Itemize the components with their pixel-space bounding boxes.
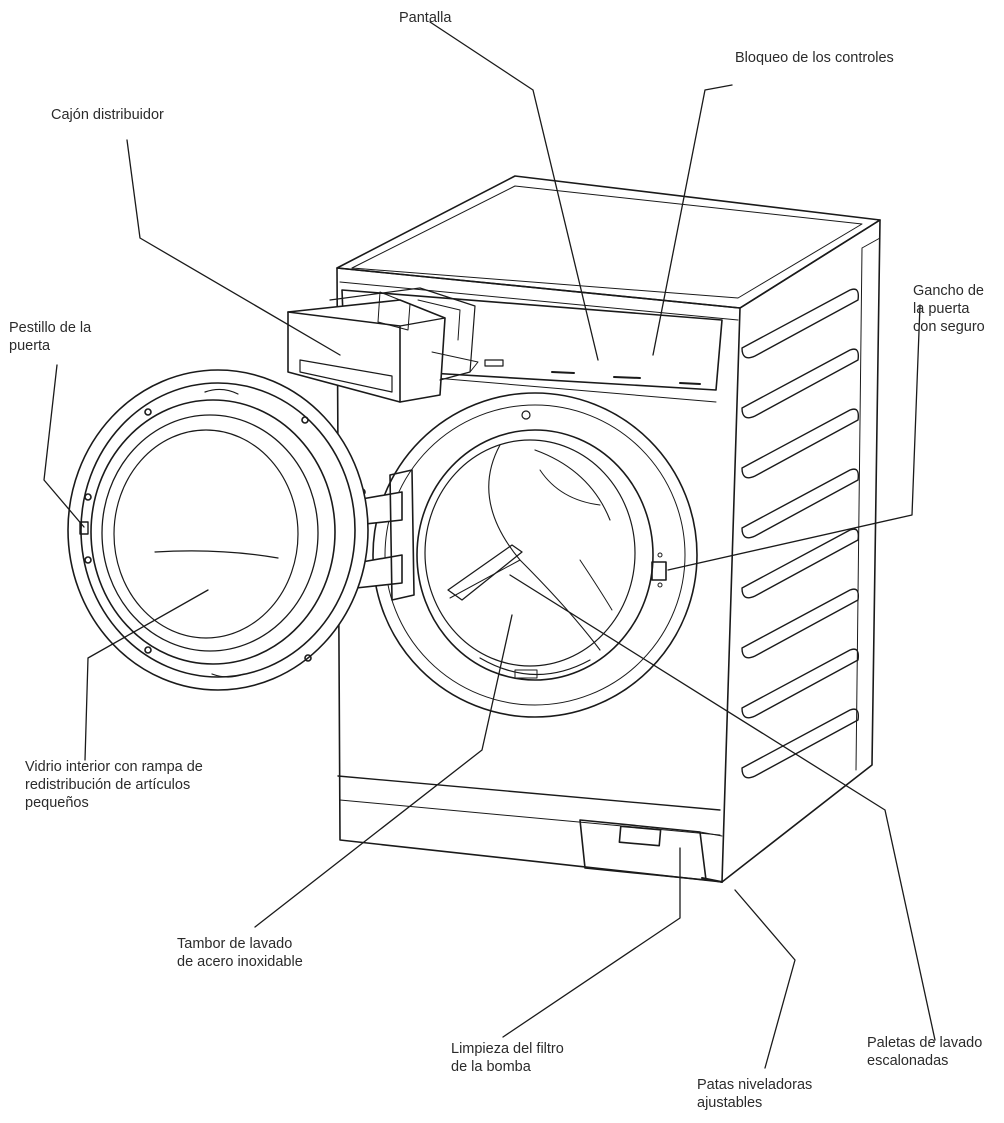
door-latch (80, 522, 88, 534)
leader-pantalla (430, 22, 598, 360)
label-cajon-distribuidor: Cajón distribuidor (51, 107, 164, 123)
door-top-icon (521, 410, 531, 420)
filter-door (580, 820, 706, 880)
leader-lines (44, 22, 935, 1068)
wash-paddle (448, 545, 522, 600)
drum-opening (373, 393, 697, 717)
leader-vidrio (85, 590, 208, 760)
kickplate (338, 776, 720, 810)
leader-patas (735, 890, 795, 1068)
label-tambor-lavado: Tambor de lavado de acero inoxidable (177, 936, 303, 970)
cabinet (337, 176, 880, 882)
open-door (68, 370, 368, 690)
cabinet-side (722, 220, 880, 882)
label-bloqueo-controles: Bloqueo de los controles (735, 50, 894, 66)
leader-paletas (510, 575, 935, 1040)
leader-pestillo (44, 365, 84, 527)
leader-bloqueo (653, 85, 732, 355)
dispenser-drawer (288, 288, 478, 402)
label-patas-niveladoras: Patas niveladoras ajustables (697, 1077, 813, 1111)
label-vidrio-interior: Vidrio interior con rampa de redistribuc… (25, 759, 203, 811)
leader-tambor (255, 615, 512, 927)
label-paletas-lavado: Paletas de lavado escalonadas (867, 1035, 983, 1069)
display-segments (552, 372, 700, 384)
door-hook (652, 562, 666, 580)
leader-gancho (668, 305, 920, 570)
side-ribs (742, 289, 858, 778)
label-gancho-puerta: Gancho de la puerta con seguro (913, 283, 985, 335)
leader-limpieza (503, 848, 680, 1037)
label-pestillo-puerta: Pestillo de la puerta (9, 320, 92, 354)
label-limpieza-filtro: Limpieza del filtro de la bomba (451, 1041, 564, 1075)
leader-cajon (127, 140, 340, 355)
label-pantalla: Pantalla (399, 10, 452, 26)
